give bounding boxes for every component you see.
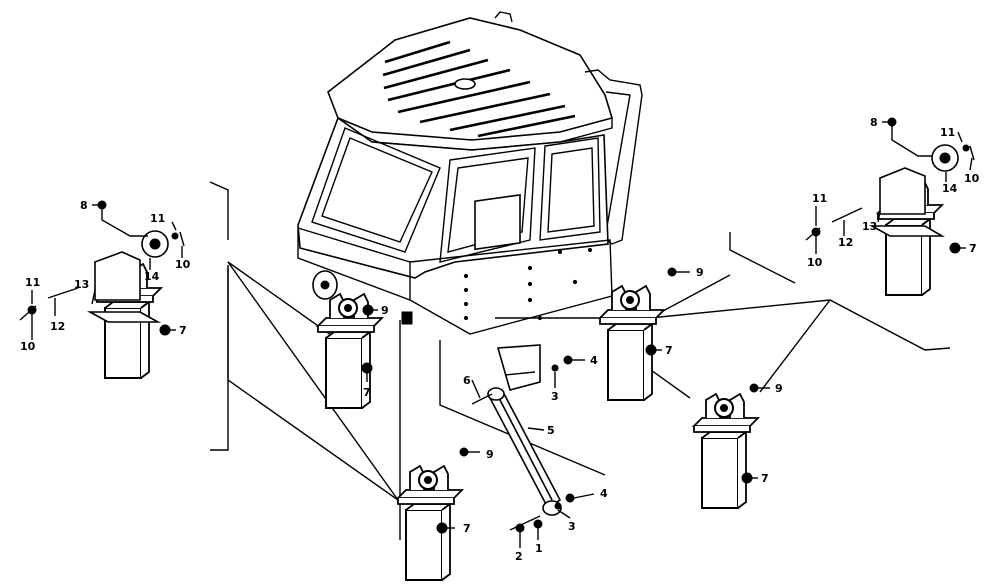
callout-14: 14	[144, 270, 160, 283]
callout-2: 2	[515, 550, 523, 563]
isolator-plate-right	[868, 144, 959, 237]
isolator-plate-left	[86, 230, 169, 323]
callout-5: 5	[547, 424, 555, 437]
side-panel	[474, 194, 521, 251]
roof-vent-slots	[382, 40, 576, 138]
cab-assembly	[297, 11, 643, 335]
callout-12: 12	[838, 236, 853, 249]
roof-hatch	[454, 78, 476, 90]
callout-11: 11	[150, 212, 165, 225]
mount-post-rear-center	[599, 285, 665, 401]
callout-13: 13	[74, 278, 89, 291]
callout-8: 8	[80, 199, 88, 212]
callout-11: 11	[25, 276, 40, 289]
callout-3: 3	[568, 520, 576, 533]
callout-9: 9	[775, 382, 783, 395]
callout-7: 7	[969, 242, 977, 255]
callout-14: 14	[942, 182, 958, 195]
mount-post-front-bottom	[397, 465, 463, 581]
callout-9: 9	[486, 448, 494, 461]
callout-11: 11	[812, 192, 827, 205]
roll-bar	[584, 69, 643, 245]
callout-10: 10	[807, 256, 823, 269]
callout-7: 7	[179, 324, 187, 337]
callout-10: 10	[20, 340, 36, 353]
callout-12: 12	[50, 320, 65, 333]
callout-7: 7	[463, 522, 471, 535]
mount-post-rear-right	[693, 393, 759, 509]
callout-4: 4	[590, 354, 598, 367]
callout-10: 10	[175, 258, 191, 271]
callout-7: 7	[665, 344, 673, 357]
callout-1: 1	[535, 542, 543, 555]
callout-9: 9	[696, 266, 704, 279]
callout-13: 13	[862, 220, 877, 233]
callout-7: 7	[363, 386, 371, 399]
callout-9: 9	[381, 304, 389, 317]
cab-rivets	[463, 247, 593, 321]
callout-leaders	[31, 121, 973, 548]
callout-6: 6	[463, 374, 471, 387]
callout-10: 10	[964, 172, 980, 185]
callout-8: 8	[870, 116, 878, 129]
callout-11: 11	[940, 126, 955, 139]
callout-3: 3	[551, 390, 559, 403]
callout-labels: 9 7 7 7 9 7 9 7 9 7 8 8 4 4 3 3 1 2 6 5 …	[20, 116, 980, 563]
callout-4: 4	[600, 487, 608, 500]
callout-7: 7	[761, 472, 769, 485]
